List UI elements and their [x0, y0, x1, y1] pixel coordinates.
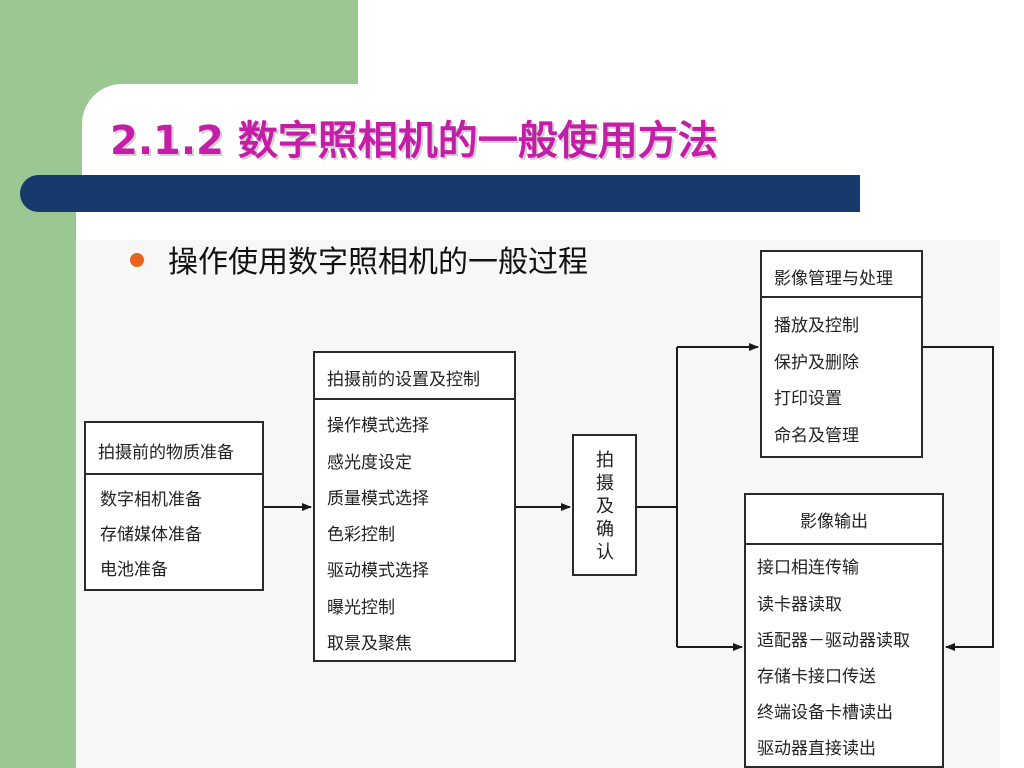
prep-item: 电池准备	[100, 560, 168, 580]
manage-item: 保护及删除	[774, 353, 859, 373]
prep-box: 拍摄前的物质准备 数字相机准备 存储媒体准备 电池准备	[84, 421, 264, 591]
settings-item: 驱动模式选择	[327, 561, 429, 581]
settings-item: 感光度设定	[327, 453, 412, 473]
bullet-icon	[130, 253, 144, 267]
settings-box-header: 拍摄前的设置及控制	[315, 353, 514, 400]
arrow-manage-to-output	[923, 346, 994, 651]
shoot-char: 拍	[596, 450, 614, 471]
settings-item: 操作模式选择	[327, 416, 429, 436]
output-item: 终端设备卡槽读出	[757, 703, 893, 723]
manage-item: 命名及管理	[774, 426, 859, 446]
output-item: 读卡器读取	[757, 595, 842, 615]
output-item: 存储卡接口传送	[757, 667, 876, 687]
output-item: 接口相连传输	[757, 558, 859, 578]
output-item: 驱动器直接读出	[757, 739, 876, 759]
manage-item: 打印设置	[774, 389, 842, 409]
settings-item: 取景及聚焦	[327, 634, 412, 654]
slide-title: 2.1.2 数字照相机的一般使用方法	[110, 118, 718, 164]
settings-box: 拍摄前的设置及控制 操作模式选择 感光度设定 质量模式选择 色彩控制 驱动模式选…	[313, 351, 516, 662]
settings-item: 质量模式选择	[327, 489, 429, 509]
shoot-char: 认	[596, 542, 614, 563]
output-item: 适配器－驱动器读取	[757, 631, 910, 651]
output-box-header: 影像输出	[746, 495, 942, 545]
settings-item: 曝光控制	[327, 598, 395, 618]
prep-item: 存储媒体准备	[100, 525, 202, 545]
shoot-confirm-box: 拍 摄 及 确 认	[572, 434, 637, 576]
output-box: 影像输出 接口相连传输 读卡器读取 适配器－驱动器读取 存储卡接口传送 终端设备…	[744, 493, 944, 768]
manage-item: 播放及控制	[774, 316, 859, 336]
shoot-char: 及	[596, 496, 614, 517]
prep-box-header: 拍摄前的物质准备	[86, 423, 262, 475]
shoot-char: 确	[596, 519, 614, 540]
settings-item: 色彩控制	[327, 525, 395, 545]
manage-box-header: 影像管理与处理	[762, 252, 921, 298]
manage-box: 影像管理与处理 播放及控制 保护及删除 打印设置 命名及管理	[760, 250, 923, 458]
prep-item: 数字相机准备	[100, 490, 202, 510]
bullet-text: 操作使用数字照相机的一般过程	[168, 245, 588, 280]
shoot-char: 摄	[596, 473, 614, 494]
title-underline-bar	[20, 175, 860, 212]
